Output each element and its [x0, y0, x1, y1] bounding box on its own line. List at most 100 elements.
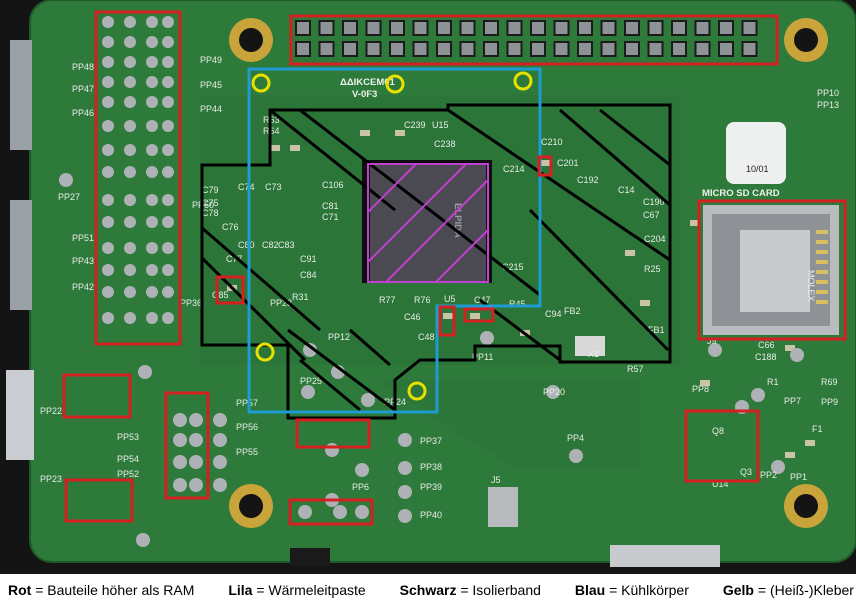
label-fb2: FB2 — [564, 306, 581, 316]
label-c82: C82 — [262, 240, 279, 250]
test-point — [173, 433, 187, 447]
solder-pin — [124, 216, 136, 228]
label-u5: U5 — [444, 294, 456, 304]
label-c73: C73 — [265, 182, 282, 192]
legend-text: = (Heiß-)Kleber — [753, 582, 854, 598]
gpio-pin — [506, 20, 523, 36]
label-pp49: PP49 — [200, 55, 222, 65]
test-point — [333, 505, 347, 519]
label-pp57: PP57 — [236, 398, 258, 408]
gpio-pin — [459, 20, 476, 36]
test-point — [361, 393, 375, 407]
chip-label: ELPIDA — [452, 203, 463, 238]
label-r57: R57 — [627, 364, 644, 374]
solder-pin — [146, 16, 158, 28]
label-pp51: PP51 — [72, 233, 94, 243]
usb-connector-1 — [10, 40, 32, 150]
label-c204: C204 — [644, 234, 666, 244]
legend-text: = Kühlkörper — [605, 582, 689, 598]
test-point — [790, 348, 804, 362]
red-box — [94, 10, 182, 346]
label-c46: C46 — [404, 312, 421, 322]
label-pp8: PP8 — [692, 384, 709, 394]
yellow-glue-annotation — [251, 71, 533, 401]
label-c81: C81 — [322, 201, 339, 211]
red-box — [289, 14, 779, 66]
label-c78: C78 — [202, 208, 219, 218]
label-c71: C71 — [322, 212, 339, 222]
label-c215: C215 — [502, 262, 524, 272]
smd-part — [270, 145, 280, 151]
label-r31: R31 — [292, 292, 309, 302]
smd-part — [700, 380, 710, 386]
label-c83: C83 — [278, 240, 295, 250]
test-point — [59, 173, 73, 187]
solder-pin — [124, 76, 136, 88]
label-pp12: PP12 — [328, 332, 350, 342]
label-c77: C77 — [226, 254, 243, 264]
label-x1: X1 — [588, 349, 599, 359]
solder-pin — [102, 56, 114, 68]
test-point — [398, 433, 412, 447]
test-point — [213, 478, 227, 492]
red-component-annotation — [62, 10, 847, 526]
label-q8: Q8 — [712, 426, 724, 436]
solder-pin — [124, 36, 136, 48]
gpio-pin — [553, 41, 570, 57]
label-c85: C85 — [212, 290, 229, 300]
legend-text: = Isolierband — [456, 582, 541, 598]
red-box — [215, 275, 245, 305]
solder-pin — [162, 312, 174, 324]
gpio-pin — [530, 20, 546, 36]
label-pp27: PP27 — [58, 192, 80, 202]
mounting-holes — [229, 18, 828, 528]
label-c201: C201 — [557, 158, 579, 168]
solder-pin — [146, 312, 158, 324]
smd-part — [290, 145, 300, 151]
test-point — [298, 505, 312, 519]
label-pp1: PP1 — [790, 472, 807, 482]
label-pp56: PP56 — [236, 422, 258, 432]
label-c66: C66 — [758, 340, 775, 350]
gpio-pin — [600, 20, 617, 36]
test-point — [480, 331, 494, 345]
legend-item-lila: Lila = Wärmeleitpaste — [228, 582, 365, 598]
gpio-pin — [483, 20, 499, 36]
sd-pin — [816, 230, 828, 234]
solder-pin — [124, 194, 136, 206]
gpio-pin — [459, 41, 476, 57]
label-pp9: PP9 — [821, 397, 838, 407]
label-c76: C76 — [222, 222, 239, 232]
gpio-pin — [318, 20, 335, 36]
gpio-pin — [389, 20, 405, 36]
sd-pin — [816, 280, 828, 284]
solder-pin — [124, 56, 136, 68]
test-point — [751, 388, 765, 402]
label-c84: C84 — [300, 270, 317, 280]
label-pp52: PP52 — [117, 469, 139, 479]
solder-pin — [102, 120, 114, 132]
label-pp47: PP47 — [72, 84, 94, 94]
chip-sub-marking: V-0F3 — [352, 89, 377, 100]
label-pp44: PP44 — [200, 104, 222, 114]
sd-pin — [816, 240, 828, 244]
blue-heatsink-annotation — [247, 67, 542, 414]
sd-pin — [816, 260, 828, 264]
label-pp20: PP20 — [543, 387, 565, 397]
label-c91: C91 — [300, 254, 317, 264]
label-pp39: PP39 — [420, 482, 442, 492]
gpio-pin — [553, 20, 570, 36]
sd-marking: MOLEX — [806, 270, 816, 302]
solder-pin — [102, 16, 114, 28]
ram-chip: ELPIDA — [362, 160, 492, 283]
solder-pin — [102, 166, 114, 178]
smd-part — [395, 130, 405, 136]
gpio-pin — [436, 41, 452, 57]
solder-pin — [102, 144, 114, 156]
test-point — [355, 463, 369, 477]
red-box — [62, 373, 132, 419]
gpio-pin — [741, 41, 758, 57]
legend-key: Lila — [228, 582, 253, 598]
sd-pin — [816, 290, 828, 294]
red-box — [463, 307, 495, 323]
